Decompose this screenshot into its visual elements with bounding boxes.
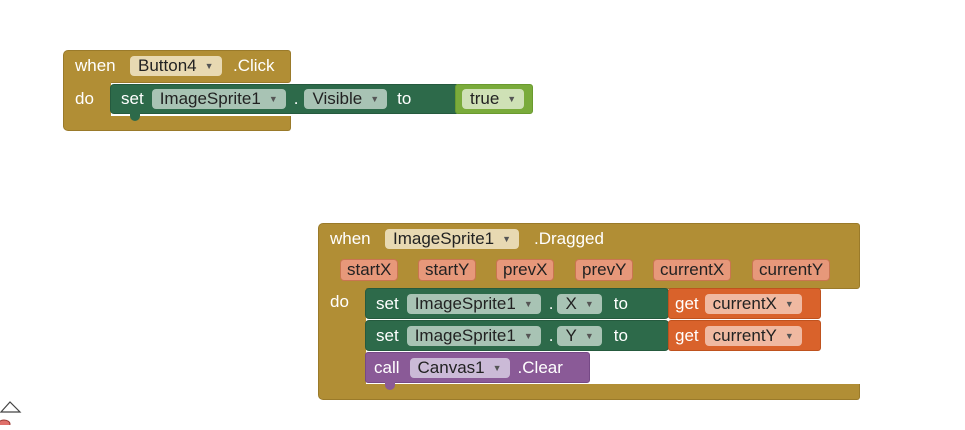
set-visible-block[interactable]: set ImageSprite1 ▼ . Visible ▼ to: [110, 84, 460, 114]
event-arm: [318, 286, 366, 388]
component-dropdown[interactable]: Button4 ▼: [130, 56, 222, 76]
dropdown-arrow-icon: ▼: [492, 362, 502, 373]
param-currenty[interactable]: currentY: [752, 259, 831, 281]
to-keyword: to: [613, 293, 628, 313]
call-canvas-clear-block[interactable]: call Canvas1 ▼ .Clear: [365, 352, 590, 383]
set-keyword: set: [376, 293, 399, 313]
target-dropdown[interactable]: ImageSprite1 ▼: [406, 325, 541, 346]
param-starty[interactable]: startY: [418, 259, 477, 281]
dropdown-arrow-icon: ▼: [584, 330, 594, 341]
component-dropdown[interactable]: ImageSprite1 ▼: [385, 229, 520, 249]
property-label: Y: [565, 325, 577, 345]
target-label: ImageSprite1: [414, 293, 516, 313]
get-currentx-block[interactable]: get currentX ▼: [668, 288, 821, 319]
dropdown-arrow-icon: ▼: [523, 330, 533, 341]
get-keyword: get: [675, 293, 699, 313]
property-dropdown[interactable]: Visible ▼: [304, 89, 388, 109]
variable-label: currentX: [712, 293, 777, 313]
set-keyword: set: [376, 325, 399, 345]
dropdown-arrow-icon: ▼: [268, 94, 278, 104]
method-name: .Clear: [517, 357, 563, 377]
property-dropdown[interactable]: Y ▼: [557, 325, 602, 346]
dropdown-arrow-icon: ▼: [523, 298, 533, 309]
component-label: Button4: [138, 56, 197, 75]
do-keyword: do: [330, 292, 349, 311]
to-keyword: to: [613, 325, 628, 345]
component-label: Canvas1: [417, 357, 485, 377]
event-name: .Dragged: [534, 229, 604, 248]
target-label: ImageSprite1: [414, 325, 516, 345]
variable-label: currentY: [712, 325, 777, 345]
boolean-dropdown[interactable]: true ▼: [462, 89, 525, 109]
target-dropdown[interactable]: ImageSprite1 ▼: [406, 293, 541, 314]
variable-dropdown[interactable]: currentX ▼: [704, 293, 802, 314]
dropdown-arrow-icon: ▼: [584, 298, 594, 309]
target-label: ImageSprite1: [159, 89, 261, 108]
property-label: Visible: [312, 89, 363, 108]
get-currenty-block[interactable]: get currentY ▼: [668, 320, 821, 351]
dropdown-arrow-icon: ▼: [784, 330, 794, 341]
param-prevx[interactable]: prevX: [496, 259, 555, 281]
dropdown-arrow-icon: ▼: [370, 94, 380, 104]
dropdown-arrow-icon: ▼: [784, 298, 794, 309]
event-arm: [63, 80, 111, 118]
param-prevy[interactable]: prevY: [575, 259, 634, 281]
dropdown-arrow-icon: ▼: [204, 61, 214, 71]
to-keyword: to: [397, 89, 412, 108]
set-x-block[interactable]: set ImageSprite1 ▼ . X ▼ to: [365, 288, 669, 319]
trash-can-icon[interactable]: [0, 398, 24, 429]
event-footer: [318, 384, 860, 400]
param-currentx[interactable]: currentX: [653, 259, 732, 281]
set-y-block[interactable]: set ImageSprite1 ▼ . Y ▼ to: [365, 320, 669, 351]
connector-nub: [130, 113, 140, 121]
param-startx[interactable]: startX: [340, 259, 399, 281]
boolean-label: true: [470, 89, 500, 108]
component-dropdown[interactable]: Canvas1 ▼: [409, 357, 510, 378]
true-block[interactable]: true ▼: [455, 84, 533, 114]
dropdown-arrow-icon: ▼: [502, 234, 512, 244]
do-keyword: do: [75, 89, 94, 108]
event-name: .Click: [233, 56, 275, 75]
when-keyword: when: [330, 229, 371, 248]
call-keyword: call: [374, 357, 400, 377]
event-footer: [63, 116, 291, 131]
get-keyword: get: [675, 325, 699, 345]
component-label: ImageSprite1: [393, 229, 495, 248]
property-label: X: [565, 293, 577, 313]
dot-separator: .: [293, 89, 299, 108]
set-keyword: set: [121, 89, 144, 108]
dropdown-arrow-icon: ▼: [507, 94, 517, 104]
property-dropdown[interactable]: X ▼: [557, 293, 602, 314]
target-dropdown[interactable]: ImageSprite1 ▼: [151, 89, 286, 109]
dot-separator: .: [548, 293, 554, 313]
dot-separator: .: [548, 325, 554, 345]
variable-dropdown[interactable]: currentY ▼: [704, 325, 802, 346]
when-keyword: when: [75, 56, 116, 75]
connector-nub: [385, 382, 395, 390]
